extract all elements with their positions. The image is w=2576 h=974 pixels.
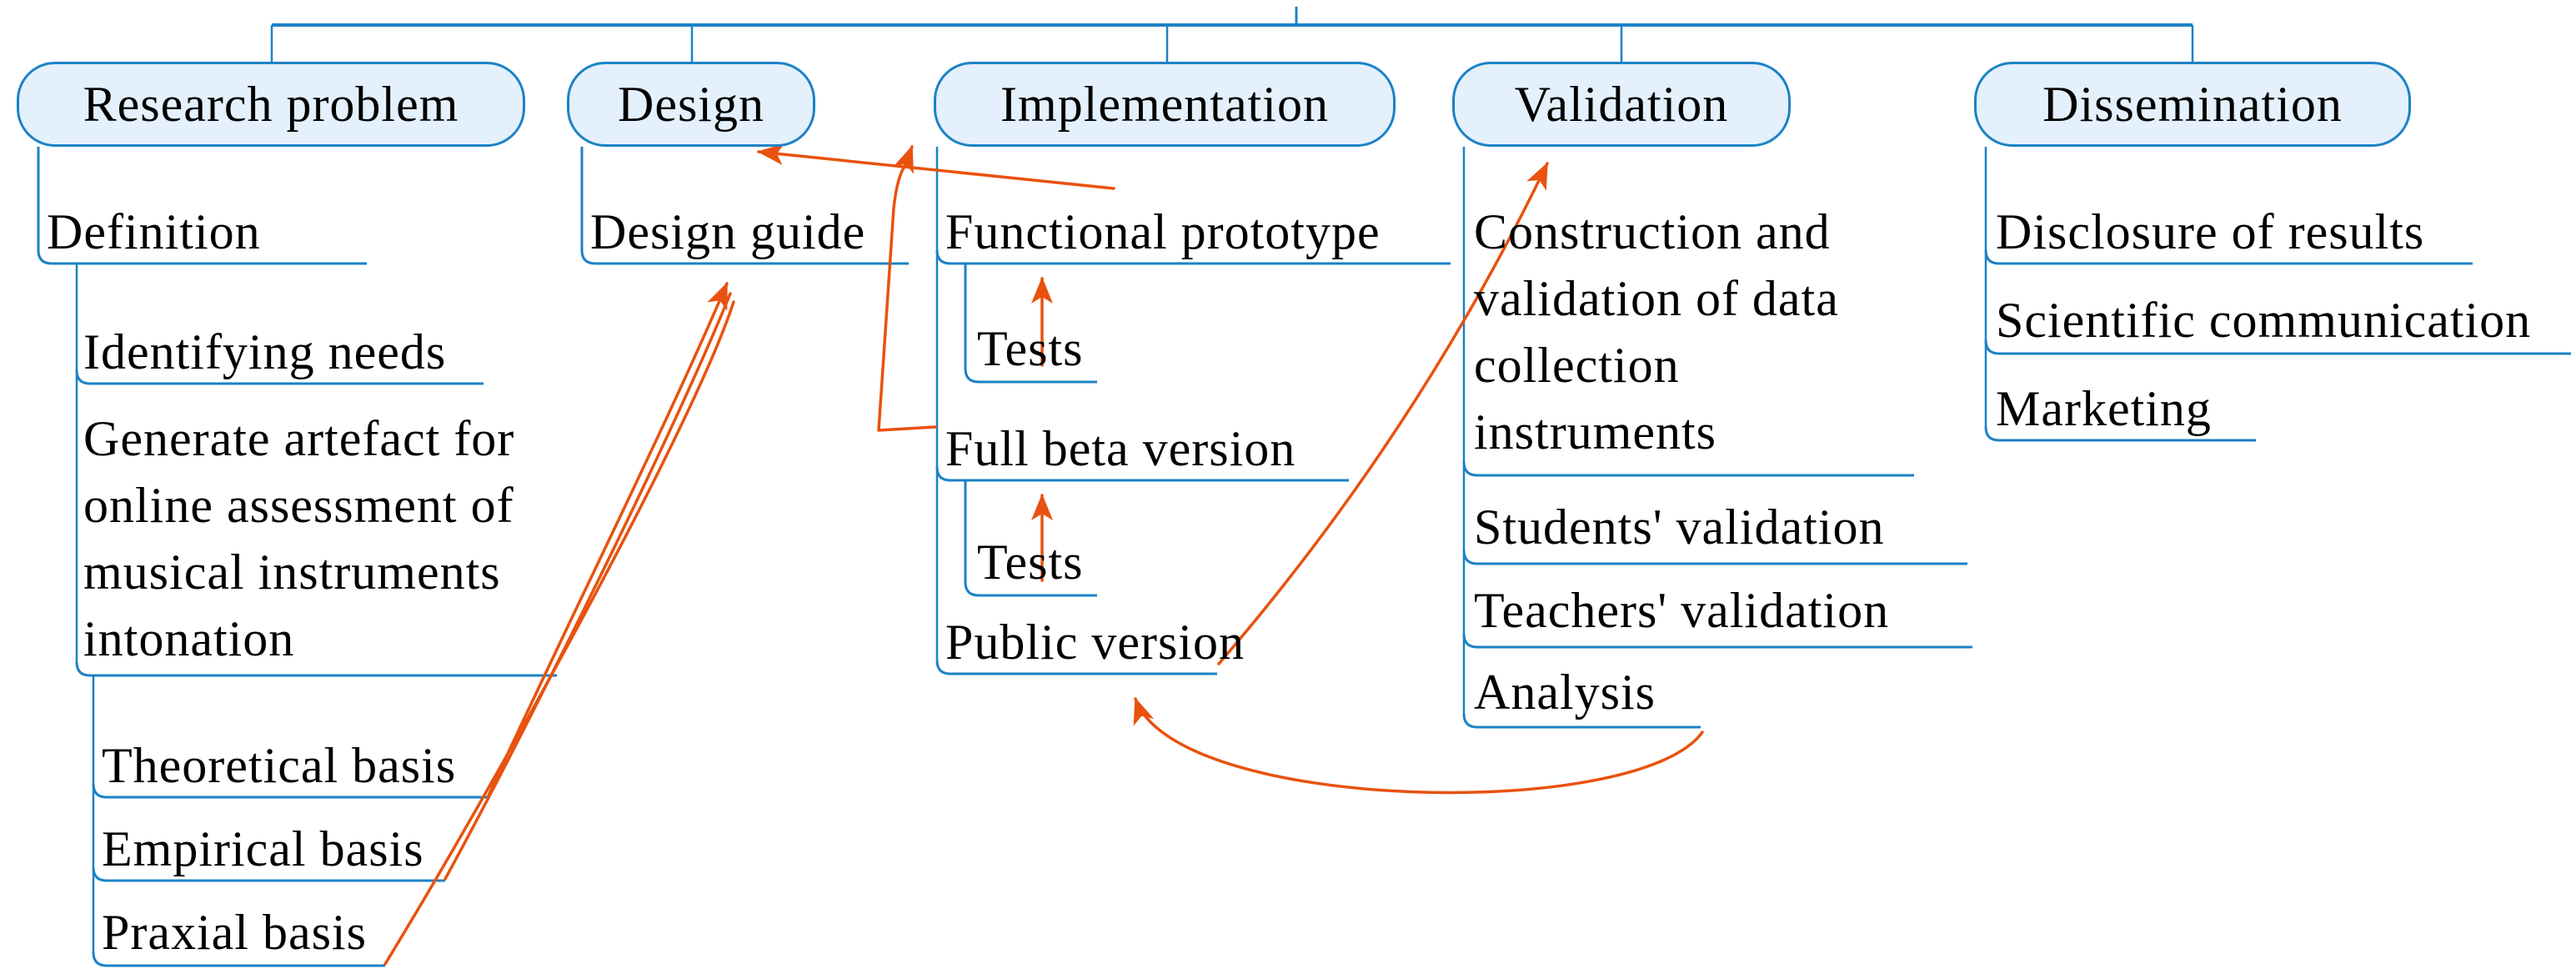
connector-disclosure-of-results [1984, 249, 2473, 265]
arrow-theoretical-to-design-guide [487, 282, 729, 797]
node-analysis: Analysis [1474, 665, 1656, 720]
node-functional-prototype: Functional prototype [945, 204, 1381, 259]
phase-label-research-problem: Research problem [83, 76, 459, 132]
connector-praxial-basis [92, 951, 385, 967]
connector-empirical-basis [92, 866, 445, 882]
node-students-validation: Students' validation [1474, 500, 1885, 555]
phase-label-validation: Validation [1514, 76, 1729, 132]
connector-students-validation [1462, 550, 1967, 565]
node-identifying-needs: Identifying needs [83, 324, 447, 379]
phase-bubble-design: Design [567, 62, 815, 147]
node-full-beta-version: Full beta version [945, 421, 1296, 476]
node-marketing: Marketing [1996, 381, 2212, 436]
arrow-full-beta-to-implementation [877, 145, 937, 432]
connector-analysis [1462, 713, 1701, 729]
phase-label-design: Design [618, 76, 764, 132]
connector-definition [37, 147, 367, 265]
node-definition: Definition [47, 204, 261, 259]
node-praxial-basis: Praxial basis [102, 905, 367, 960]
connector-functional-prototype [935, 249, 1451, 265]
connector-marketing [1984, 426, 2256, 442]
arrow-analysis-to-public-version [1133, 697, 1704, 795]
phase-bubble-dissemination: Dissemination [1974, 62, 2411, 147]
node-empirical-basis: Empirical basis [102, 821, 424, 876]
arrow-empirical-to-design-guide [444, 292, 732, 881]
node-tests-1: Tests [977, 321, 1084, 376]
node-construction-instruments: Construction and validation of data coll… [1474, 204, 1839, 459]
arrow-prototype-to-design [757, 143, 1115, 190]
phase-bubble-implementation: Implementation [934, 62, 1396, 147]
connector-tests-2 [964, 480, 1097, 597]
arrow-public-version-to-validation [1217, 162, 1549, 665]
tree-connector-lines [37, 7, 2571, 967]
connector-public-version [935, 660, 1217, 675]
connector-tests-1 [964, 264, 1097, 384]
connector-full-beta-version [935, 466, 1349, 482]
connector-teachers-validation [1462, 633, 1972, 649]
connector-scientific-communication [1984, 339, 2571, 355]
node-teachers-validation: Teachers' validation [1474, 583, 1890, 638]
node-generate-artefact: Generate artefact for online assessment … [83, 411, 515, 666]
connector-theoretical-basis [92, 783, 489, 799]
node-disclosure-of-results: Disclosure of results [1996, 204, 2425, 259]
phase-bubble-research-problem: Research problem [17, 62, 525, 147]
phase-bubble-validation: Validation [1452, 62, 1791, 147]
phase-label-implementation: Implementation [1000, 76, 1329, 132]
arrow-praxial-to-design-guide [383, 300, 735, 966]
phase-label-dissemination: Dissemination [2042, 76, 2343, 132]
relation-arrows [383, 143, 1704, 966]
node-public-version: Public version [945, 615, 1245, 670]
connector-design-guide [580, 147, 909, 265]
node-design-guide: Design guide [590, 204, 866, 259]
connector-construction-instruments [1462, 461, 1914, 477]
connector-identifying-needs [75, 369, 484, 385]
node-theoretical-basis: Theoretical basis [102, 738, 457, 793]
node-tests-2: Tests [977, 535, 1084, 590]
node-scientific-communication: Scientific communication [1996, 293, 2532, 348]
connector-generate-artefact [75, 661, 557, 677]
